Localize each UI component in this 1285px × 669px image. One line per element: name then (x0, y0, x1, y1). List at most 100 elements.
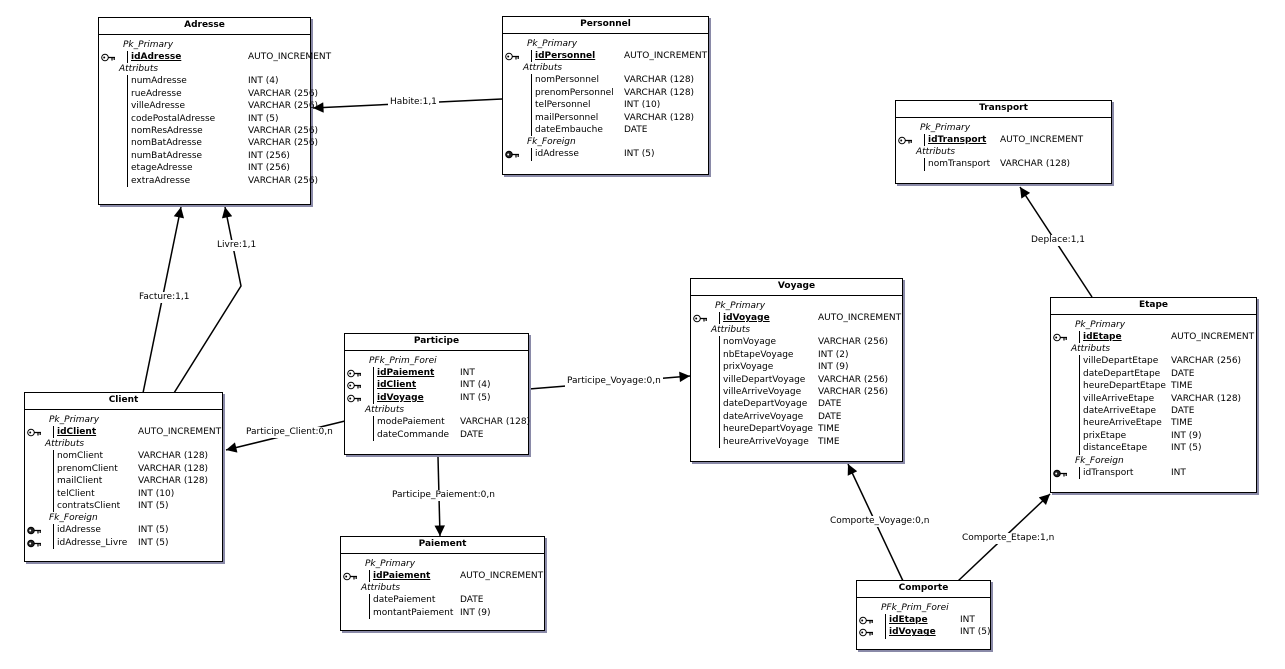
field-type: VARCHAR (256) (818, 386, 889, 397)
attributes-section-label: Attributs (45, 439, 85, 450)
field-type: TIME (818, 436, 840, 447)
relation-label-livre: Livre:1,1 (215, 240, 259, 251)
attributes-section-label: Attributs (916, 147, 956, 158)
pk-section-label: Pk_Primary (715, 301, 766, 311)
field-type: DATE (818, 399, 842, 410)
field-name: nbEtapeVoyage (723, 349, 794, 360)
entity-title: Comporte (857, 581, 990, 598)
field-name: villeAdresse (131, 101, 186, 112)
field-type: VARCHAR (256) (248, 101, 319, 112)
entity-title: Personnel (503, 17, 708, 34)
field-name: idTransport (928, 135, 987, 145)
field-type: AUTO_INCREMENT (1000, 135, 1084, 145)
relation-label-comporte-voyage: Comporte_Voyage:0,n (828, 516, 932, 527)
field-name: nomPersonnel (535, 75, 599, 86)
field-type: DATE (1171, 405, 1195, 416)
field-type: DATE (624, 124, 648, 135)
field-name: extraAdresse (131, 175, 191, 186)
field-type: INT (5) (1171, 443, 1202, 454)
pk-row[interactable]: idTransport AUTO_INCREMENT (898, 134, 1107, 146)
field-type: INT (9) (818, 362, 849, 373)
field-type: TIME (1171, 418, 1193, 429)
field-type: VARCHAR (128) (138, 451, 209, 462)
field-type: AUTO_INCREMENT (460, 571, 544, 581)
field-type: VARCHAR (128) (1000, 159, 1071, 170)
attribute-row[interactable]: villeAdresse VARCHAR (256) (128, 100, 318, 112)
attributes-section-label: Attributs (361, 583, 401, 594)
fk-section-label: Fk_Foreign (49, 513, 98, 524)
entity-title: Client (25, 393, 222, 410)
relation-label-deplace: Deplace:1,1 (1029, 235, 1088, 246)
entity-title: Voyage (691, 279, 902, 296)
field-type: VARCHAR (128) (624, 112, 695, 123)
fk-section-label: Fk_Foreign (1075, 455, 1124, 466)
field-name: idVoyage (889, 627, 936, 638)
field-name: idVoyage (723, 313, 770, 323)
